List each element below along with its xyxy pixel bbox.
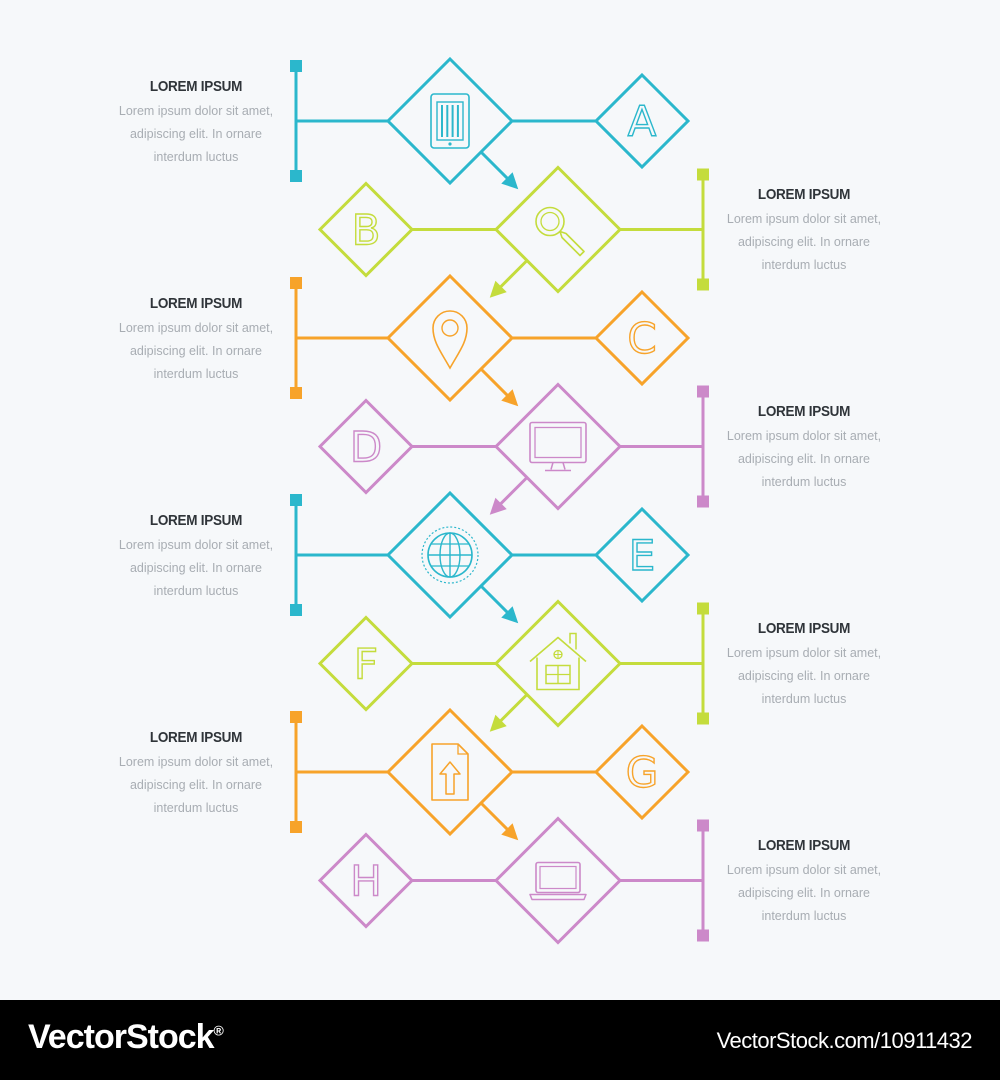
- step-c-bracket-cap-top: [290, 277, 302, 289]
- step-g-title: LOREM IPSUM: [149, 729, 243, 746]
- step-d-title: LOREM IPSUM: [757, 403, 851, 420]
- step-a-letter-diamond: [593, 72, 691, 170]
- step-c-description: Lorem ipsum dolor sit amet, adipiscing e…: [118, 321, 274, 381]
- text-block-c: LOREM IPSUM Lorem ipsum dolor sit amet, …: [96, 293, 296, 386]
- step-a-title: LOREM IPSUM: [149, 78, 243, 95]
- magnifier-icon: [535, 206, 585, 257]
- step-b-bracket-cap-top: [697, 168, 709, 181]
- step-a-arrowhead: [501, 172, 519, 190]
- text-block-g: LOREM IPSUM Lorem ipsum dolor sit amet, …: [96, 727, 296, 820]
- step-c-letter-diamond: [593, 289, 691, 387]
- step-d-letter: D: [350, 423, 382, 472]
- step-c-arrowhead: [501, 389, 519, 407]
- step-d-bracket-cap-bottom: [697, 495, 709, 508]
- globe-icon: [421, 526, 479, 584]
- step-b-bracket-cap-bottom: [697, 278, 709, 291]
- step-a-bracket-cap-top: [290, 60, 302, 72]
- step-b-letter: B: [352, 206, 381, 255]
- step-c: C: [290, 273, 691, 407]
- step-a: A: [290, 56, 691, 190]
- step-g-letter: G: [626, 748, 659, 797]
- step-c-letter: C: [627, 314, 656, 363]
- step-b: B: [317, 165, 709, 298]
- step-d-description: Lorem ipsum dolor sit amet, adipiscing e…: [726, 429, 882, 489]
- text-block-b: LOREM IPSUM Lorem ipsum dolor sit amet, …: [704, 184, 904, 277]
- step-e-letter-diamond: [593, 506, 691, 604]
- text-block-a: LOREM IPSUM Lorem ipsum dolor sit amet, …: [96, 76, 296, 169]
- text-block-h: LOREM IPSUM Lorem ipsum dolor sit amet, …: [704, 835, 904, 928]
- text-block-d: LOREM IPSUM Lorem ipsum dolor sit amet, …: [704, 401, 904, 494]
- step-d-bracket-cap-top: [697, 385, 709, 398]
- step-b-letter-diamond: [317, 181, 415, 278]
- house-icon: [529, 632, 587, 691]
- step-e-title: LOREM IPSUM: [149, 512, 243, 529]
- step-h-title: LOREM IPSUM: [757, 837, 851, 854]
- step-f-arrowhead: [489, 714, 507, 732]
- step-g-arrowhead: [501, 823, 519, 841]
- step-h-bracket-cap-top: [697, 819, 709, 832]
- step-a-letter: A: [628, 97, 657, 146]
- step-f-bracket-cap-top: [697, 602, 709, 615]
- step-e-bracket-cap-top: [290, 494, 302, 506]
- step-c-title: LOREM IPSUM: [149, 295, 243, 312]
- monitor-icon: [529, 421, 587, 472]
- text-block-f: LOREM IPSUM Lorem ipsum dolor sit amet, …: [704, 618, 904, 711]
- footer-brand: VectorStock®: [28, 1018, 224, 1056]
- step-g-description: Lorem ipsum dolor sit amet, adipiscing e…: [118, 755, 274, 815]
- step-e: E: [290, 490, 691, 624]
- step-g-bracket-cap-top: [290, 711, 302, 723]
- step-b-icon-diamond: [493, 165, 623, 294]
- step-f-bracket-cap-bottom: [697, 712, 709, 725]
- step-f-icon-diamond: [493, 599, 623, 728]
- step-f-description: Lorem ipsum dolor sit amet, adipiscing e…: [726, 646, 882, 706]
- step-a-bracket-cap-bottom: [290, 170, 302, 182]
- timeline-diagram: A B C D E F G H: [290, 56, 709, 945]
- step-g-letter-diamond: [593, 723, 691, 821]
- step-a-icon-diamond: [385, 56, 515, 186]
- laptop-icon: [529, 861, 587, 901]
- step-f-letter-diamond: [317, 615, 415, 712]
- step-e-description: Lorem ipsum dolor sit amet, adipiscing e…: [118, 538, 274, 598]
- map-pin-icon: [432, 310, 468, 370]
- footer-url: VectorStock.com/10911432: [716, 1028, 973, 1053]
- step-e-icon-diamond: [385, 490, 515, 620]
- step-e-bracket-cap-bottom: [290, 604, 302, 616]
- step-b-arrowhead: [489, 280, 507, 298]
- step-g: G: [290, 707, 691, 841]
- step-h: H: [317, 816, 709, 945]
- step-g-bracket-cap-bottom: [290, 821, 302, 833]
- document-upload-icon: [431, 743, 469, 801]
- step-f-title: LOREM IPSUM: [757, 620, 851, 637]
- step-b-title: LOREM IPSUM: [757, 186, 851, 203]
- watermark-footer: VectorStock® VectorStock.com/10911432: [0, 1000, 1000, 1080]
- step-d-letter-diamond: [317, 398, 415, 495]
- step-b-description: Lorem ipsum dolor sit amet, adipiscing e…: [726, 212, 882, 272]
- step-f-letter: F: [354, 640, 378, 689]
- tablet-icon: [430, 93, 470, 149]
- step-d: D: [317, 382, 709, 515]
- step-e-arrowhead: [501, 606, 519, 624]
- step-d-icon-diamond: [493, 382, 623, 511]
- step-h-letter: H: [350, 857, 382, 906]
- step-h-description: Lorem ipsum dolor sit amet, adipiscing e…: [726, 863, 882, 923]
- step-c-bracket-cap-bottom: [290, 387, 302, 399]
- step-h-icon-diamond: [493, 816, 623, 945]
- step-d-arrowhead: [489, 497, 507, 515]
- step-a-description: Lorem ipsum dolor sit amet, adipiscing e…: [118, 104, 274, 164]
- step-e-letter: E: [629, 531, 656, 580]
- step-c-icon-diamond: [385, 273, 515, 403]
- text-block-e: LOREM IPSUM Lorem ipsum dolor sit amet, …: [96, 510, 296, 603]
- step-f: F: [317, 599, 709, 732]
- step-g-icon-diamond: [385, 707, 515, 837]
- step-h-letter-diamond: [317, 832, 415, 929]
- step-h-bracket-cap-bottom: [697, 929, 709, 942]
